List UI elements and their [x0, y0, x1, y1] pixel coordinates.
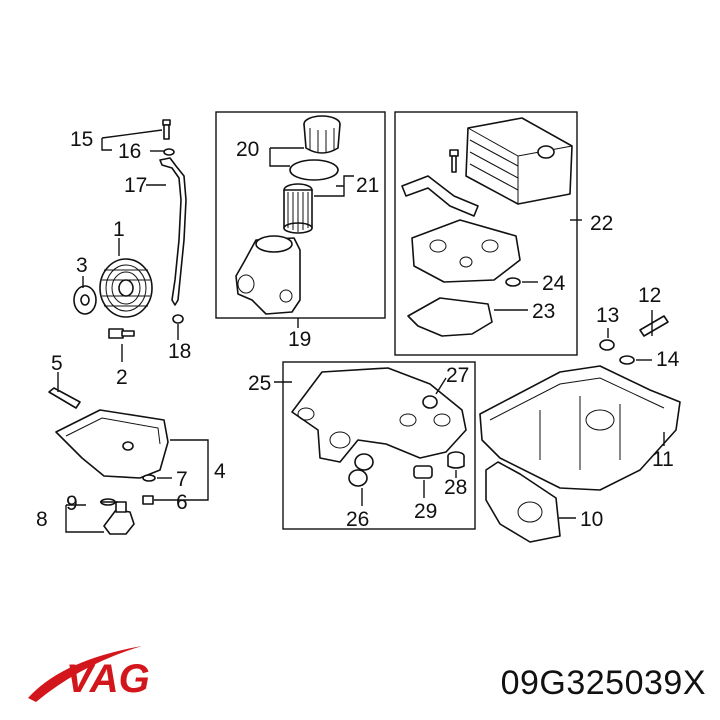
bolt-part-15: [162, 119, 171, 140]
seal-ring-part-16: [163, 148, 175, 156]
callout-9: 9: [66, 492, 78, 515]
part-number-label: 09G325039X: [500, 664, 706, 702]
seal-ring-part-18: [172, 314, 184, 324]
callout-7: 7: [176, 468, 188, 491]
callout-8: 8: [36, 508, 48, 531]
drain-plug-part-6: [142, 495, 154, 505]
logo-text: VAG: [66, 657, 150, 701]
callout-28: 28: [444, 476, 467, 499]
seal-ring-part-21: [289, 159, 339, 181]
oil-baffle-part-10: [485, 461, 561, 543]
seal-ring-part-7: [142, 474, 156, 482]
dipstick-tube-part-17: [159, 157, 187, 306]
oil-level-sensor-part-8: [103, 501, 135, 535]
callout-17: 17: [124, 174, 147, 197]
intake-manifold-part-25: [291, 367, 467, 463]
filter-element-part-21: [283, 183, 313, 234]
group-box-oil-filter: [215, 111, 386, 319]
callout-27: 27: [446, 364, 469, 387]
vag-logo: VAG: [28, 646, 150, 702]
seal-rings-part-26: [348, 453, 374, 487]
callout-29: 29: [414, 500, 437, 523]
callout-25: 25: [248, 372, 271, 395]
cap-part-28: [447, 451, 465, 469]
filter-housing-cap-part-20: [303, 115, 341, 154]
oil-pan-part-4: [55, 409, 169, 479]
callout-6: 6: [176, 491, 188, 514]
callout-5: 5: [51, 352, 63, 375]
callout-20: 20: [236, 138, 259, 161]
gasket-part-3: [73, 285, 97, 315]
sealant-tube-part-12: [639, 315, 669, 337]
cooler-gasket-part-22: [401, 175, 479, 217]
callout-23: 23: [532, 300, 555, 323]
logo-swoosh-icon: [28, 646, 142, 702]
callout-15: 15: [70, 128, 93, 151]
callout-21: 21: [356, 174, 379, 197]
callout-13: 13: [596, 304, 619, 327]
oil-cooler-part-22: [465, 117, 573, 205]
leader-lines: [57, 129, 665, 533]
callout-19: 19: [288, 328, 311, 351]
seal-ring-part-13: [599, 339, 615, 351]
bolt-part-22: [449, 149, 459, 173]
callout-24: 24: [542, 272, 566, 295]
callout-10: 10: [580, 508, 603, 531]
gasket-part-23: [407, 297, 493, 337]
filter-housing-part-19: [235, 235, 301, 315]
seal-ring-part-24: [505, 277, 521, 287]
cooler-adapter-part-23: [411, 219, 521, 283]
callout-18: 18: [168, 340, 191, 363]
group-box-intake-manifold: [282, 361, 476, 530]
callout-16: 16: [118, 140, 141, 163]
callout-2: 2: [116, 366, 128, 389]
callout-3: 3: [76, 254, 88, 277]
bolt-part-2: [108, 328, 135, 339]
callout-12: 12: [638, 284, 661, 307]
callout-1: 1: [113, 218, 125, 241]
callout-4: 4: [214, 460, 226, 483]
gasket-part-29: [413, 465, 433, 479]
upper-oil-pan-part-11: [479, 365, 681, 491]
callout-22: 22: [590, 212, 613, 235]
pulley-part-1: [99, 258, 153, 318]
group-box-oil-cooler: [394, 111, 578, 356]
callout-14: 14: [656, 348, 680, 371]
callout-11: 11: [652, 448, 674, 471]
sealant-tube-part-5: [48, 387, 81, 409]
seal-ring-part-14: [619, 355, 635, 365]
seal-ring-part-27: [422, 395, 438, 409]
callout-26: 26: [346, 508, 369, 531]
